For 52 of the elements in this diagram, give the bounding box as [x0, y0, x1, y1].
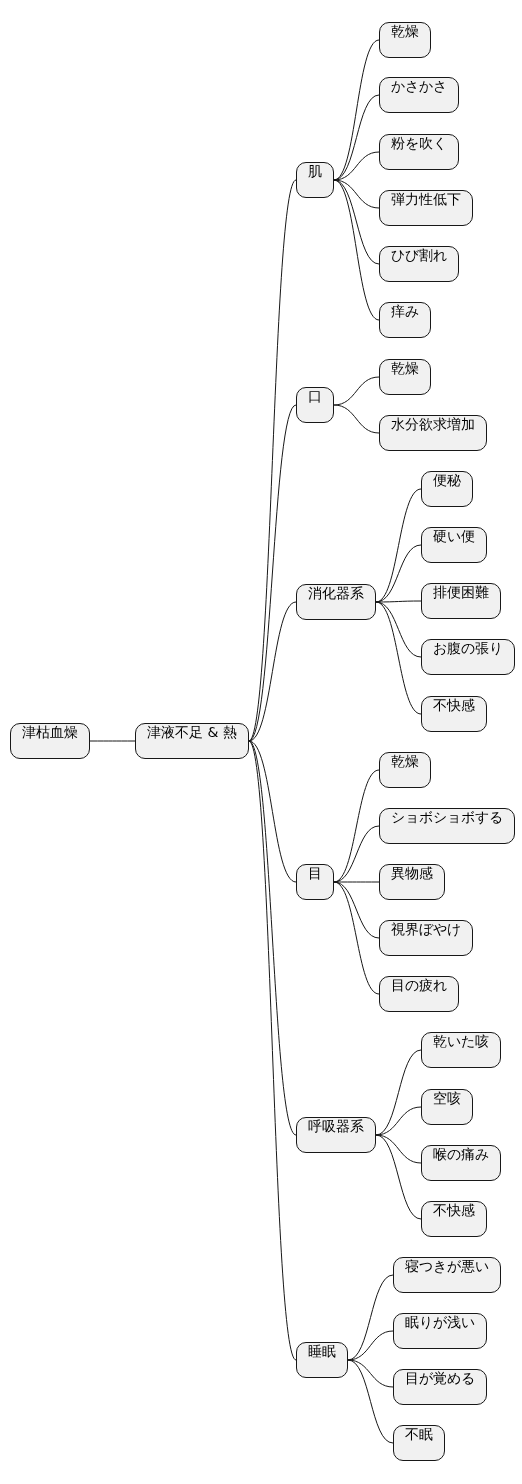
connector-line	[248, 601, 297, 742]
topic-box: 排便困難	[421, 583, 501, 619]
topic-box: 空咳	[421, 1089, 473, 1125]
topic-box: 便秘	[421, 471, 473, 507]
connector-line	[333, 404, 380, 434]
connector-line	[375, 1134, 422, 1164]
topic-box: 水分欲求増加	[379, 415, 487, 451]
topic-box: ひび割れ	[379, 246, 459, 282]
topic-box: 不眠	[393, 1425, 445, 1461]
topic-box: 異物感	[379, 864, 445, 900]
connector-line	[375, 1106, 422, 1136]
topic-box: 粉を吹く	[379, 134, 459, 170]
topic-box: 硬い便	[421, 527, 487, 563]
topic-box: 弾力性低下	[379, 190, 473, 226]
topic-box: 目	[296, 864, 334, 900]
topic-box: 目が覚める	[393, 1369, 487, 1405]
topic-box: 消化器系	[296, 584, 376, 620]
connector-line	[347, 1359, 394, 1388]
topic-box: かさかさ	[379, 77, 459, 113]
connector-line	[248, 740, 297, 1136]
connector-line	[375, 1134, 422, 1220]
topic-box: 眠りが浅い	[393, 1313, 487, 1349]
topic-box: 睡眠	[296, 1342, 348, 1378]
topic-box: 乾燥	[379, 752, 431, 788]
topic-box: 視界ぼやけ	[379, 920, 473, 956]
connector-line	[333, 179, 380, 321]
topic-box: 乾燥	[379, 22, 431, 58]
connector-line	[89, 740, 136, 742]
topic-box: 肌	[296, 162, 334, 198]
connector-line	[375, 601, 422, 715]
topic-box: 乾いた咳	[421, 1032, 501, 1068]
topic-box: 喉の痛み	[421, 1145, 501, 1181]
topic-box: ショボショボする	[379, 808, 515, 844]
topic-box: 不快感	[421, 696, 487, 732]
topic-box: 乾燥	[379, 359, 431, 395]
topic-box: お腹の張り	[421, 639, 515, 675]
connector-line	[347, 1359, 394, 1444]
connector-line	[333, 881, 380, 995]
topic-box: 痒み	[379, 302, 431, 338]
topic-box: 寝つきが悪い	[393, 1257, 501, 1293]
connector-line	[248, 404, 297, 742]
connector-line	[347, 1330, 394, 1361]
topic-box: 口	[296, 387, 334, 423]
connector-line	[248, 179, 297, 742]
topic-box: 津液不足 & 熱	[135, 723, 249, 759]
topic-box: 不快感	[421, 1201, 487, 1237]
topic-box: 目の疲れ	[379, 976, 459, 1012]
connector-line	[333, 376, 380, 406]
topic-box: 津枯血燥	[10, 723, 90, 759]
connector-line	[248, 740, 297, 883]
connector-line	[248, 740, 297, 1361]
topic-box: 呼吸器系	[296, 1117, 376, 1153]
